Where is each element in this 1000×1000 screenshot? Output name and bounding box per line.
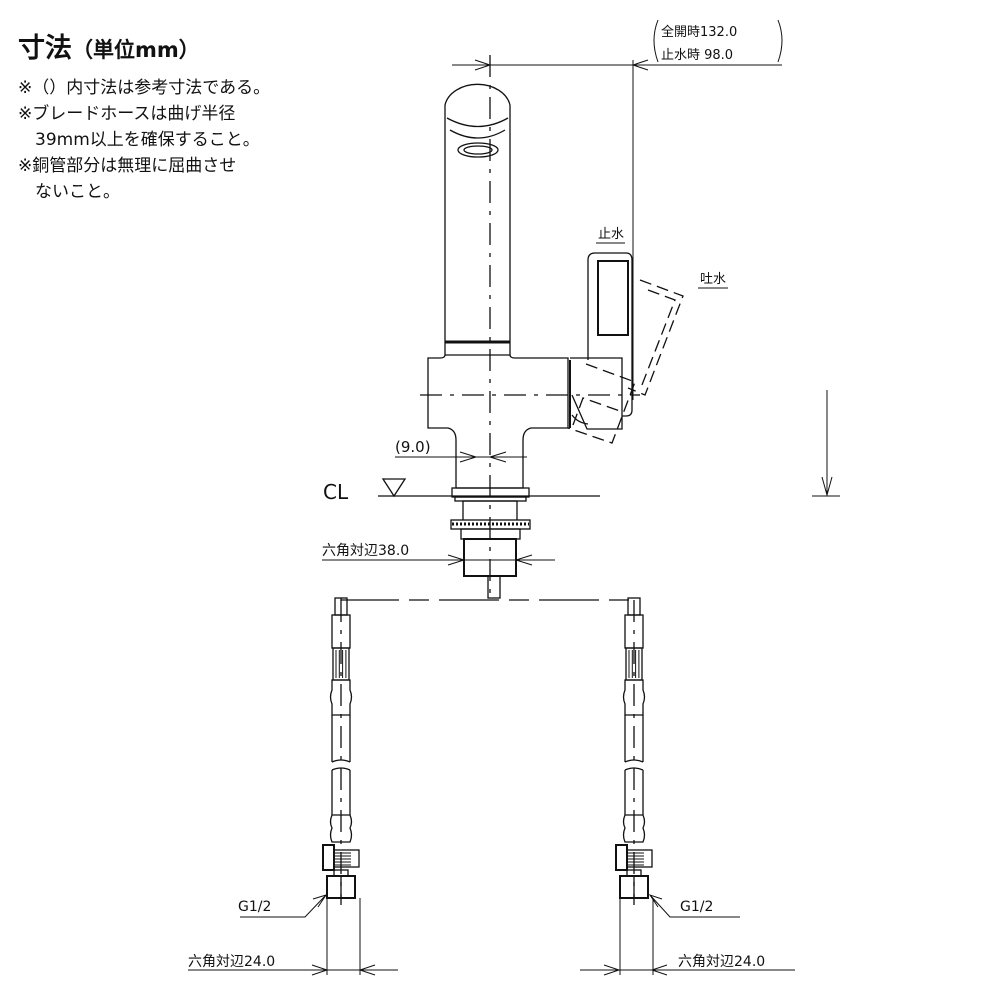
notes: ※（）内寸法は参考寸法である。 ※ブレードホースは曲げ半径 39mm以上を確保す…	[18, 75, 270, 205]
dim-offset: (9.0)	[395, 438, 431, 456]
note-line: ないこと。	[18, 182, 120, 202]
dim-hex-hose-left: 六角対辺24.0	[188, 954, 275, 970]
dim-closed-reach: 止水時 98.0	[661, 48, 733, 63]
cl-label: CL	[323, 480, 349, 504]
hose-left	[322, 597, 361, 975]
lever-closed	[570, 252, 633, 430]
hose-right	[615, 597, 654, 975]
dimension-spout-reach: 全開時132.0 止水時 98.0	[452, 19, 783, 400]
thread-label-right: G1/2	[680, 899, 713, 915]
faucet-body	[427, 354, 571, 599]
level-triangle-icon	[381, 478, 407, 498]
dim-hex-hose-right: 六角対辺24.0	[678, 954, 765, 970]
note-line: ※ブレードホースは曲げ半径	[18, 104, 236, 124]
note-line: ※（）内寸法は参考寸法である。	[18, 78, 271, 98]
lever-closed-label: 止水	[598, 227, 624, 242]
note-line: 39mm以上を確保すること。	[18, 130, 260, 150]
title-main: 寸法	[18, 33, 72, 64]
lever-open-label: 吐水	[700, 272, 726, 287]
dim-hex-body: 六角対辺38.0	[322, 543, 409, 559]
dim-open-reach: 全開時132.0	[661, 24, 737, 40]
lever-open-phantom	[567, 279, 684, 444]
thread-label-left: G1/2	[238, 899, 271, 915]
spout	[444, 83, 511, 356]
page-title: 寸法（単位mm）	[18, 26, 200, 65]
height-arrow	[812, 390, 840, 497]
note-line: ※銅管部分は無理に屈曲させ	[18, 156, 237, 176]
title-unit: （単位mm）	[72, 38, 200, 62]
